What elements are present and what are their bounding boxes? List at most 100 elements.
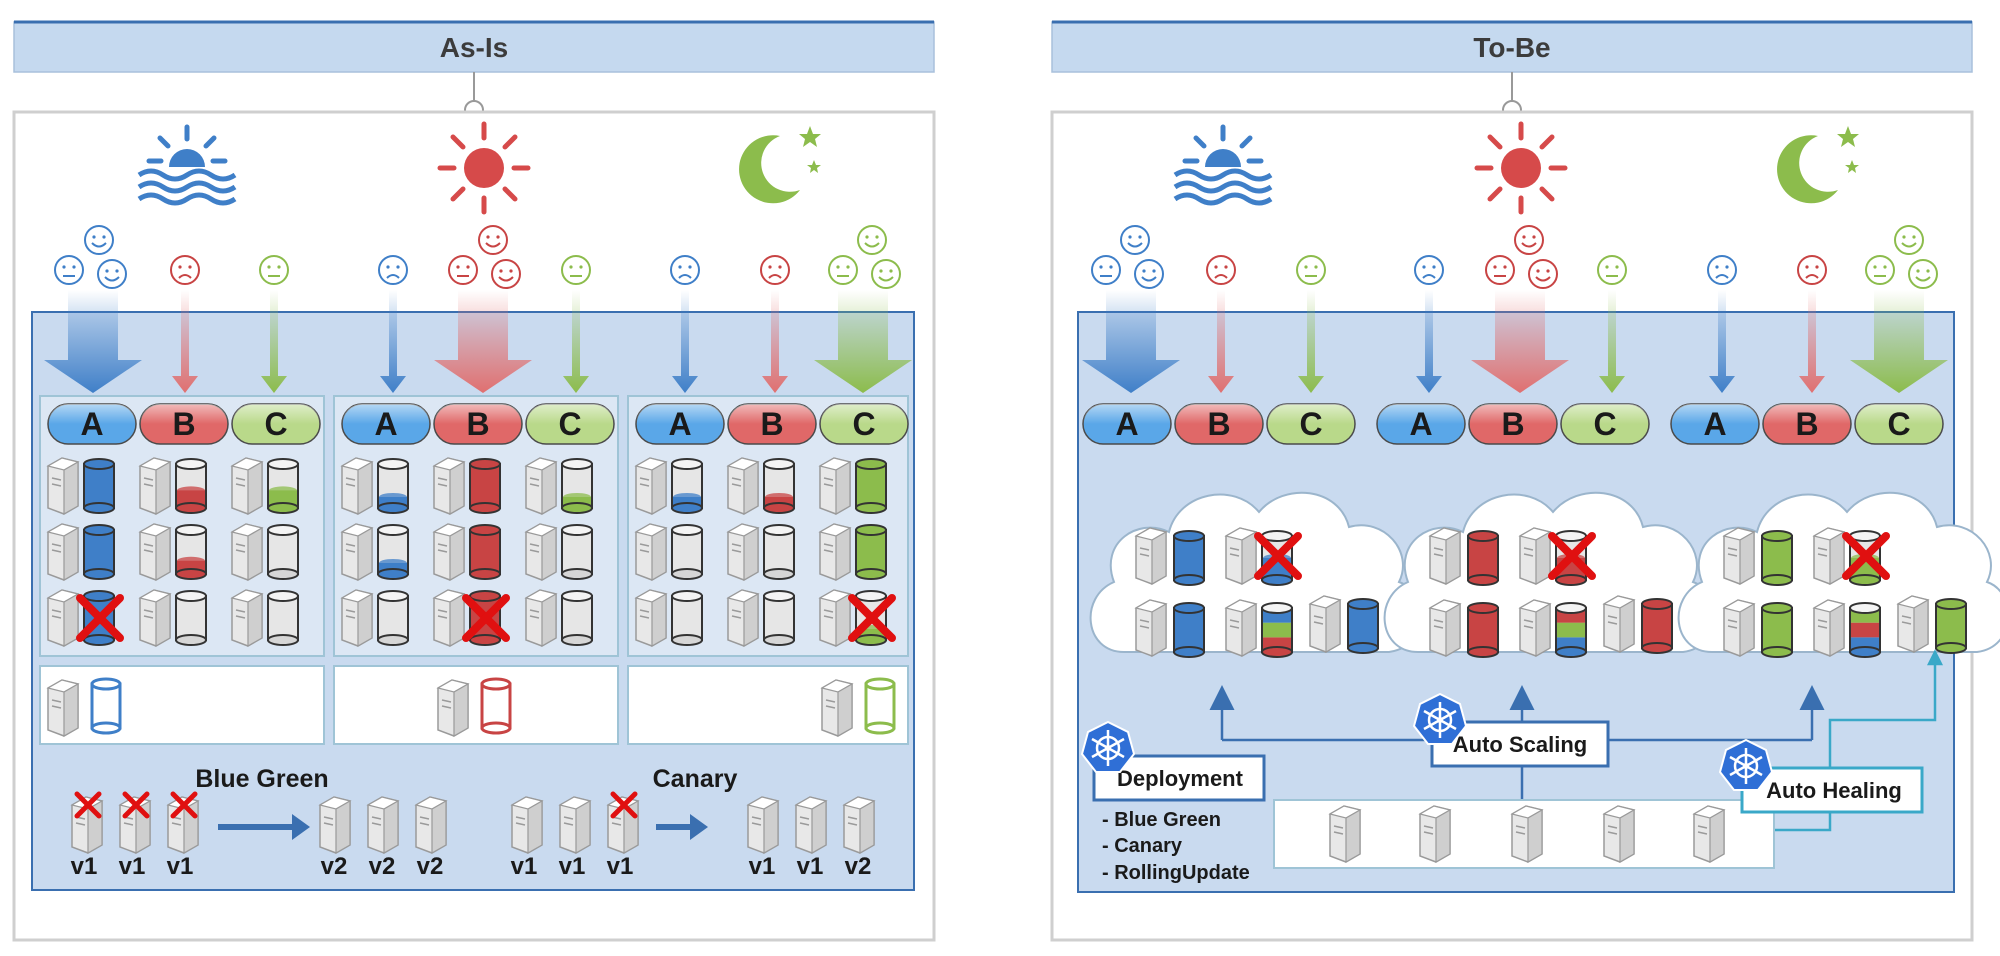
server-icon	[819, 589, 851, 647]
database-cylinder	[83, 458, 115, 514]
version-label: v1	[749, 853, 776, 880]
server-icon	[525, 457, 557, 515]
server-icon	[47, 523, 79, 581]
blue-green-label: Blue Green	[195, 765, 328, 793]
server-icon	[525, 589, 557, 647]
sun-icon	[440, 124, 528, 212]
database-cylinder	[561, 524, 593, 580]
as-is-header	[13, 21, 935, 73]
service-pill-label: A	[668, 406, 691, 442]
server-icon	[727, 457, 759, 515]
database-cylinder	[763, 524, 795, 580]
database-cylinder	[1173, 530, 1205, 586]
database-cylinder	[1641, 598, 1673, 654]
database-cylinder	[175, 524, 207, 580]
deployment-label: Deployment	[1117, 766, 1244, 791]
database-cylinder	[1261, 602, 1293, 658]
server-icon	[819, 523, 851, 581]
service-pill-label: C	[1887, 406, 1910, 442]
service-pill-c: C	[1560, 403, 1650, 445]
service-pill-a: A	[341, 403, 431, 445]
server-icon	[819, 457, 851, 515]
deployment-item: - RollingUpdate	[1102, 862, 1250, 884]
database-cylinder	[671, 590, 703, 646]
service-pill-c: C	[525, 403, 615, 445]
server-icon	[433, 457, 465, 515]
server-icon	[1897, 595, 1929, 653]
server-icon	[1723, 527, 1755, 585]
version-label: v1	[607, 853, 634, 880]
server-icon	[1429, 527, 1461, 585]
server-icon	[525, 523, 557, 581]
deployment-item: - Canary	[1102, 835, 1183, 857]
database-cylinder	[671, 458, 703, 514]
service-pill-label: C	[558, 406, 581, 442]
database-cylinder	[1467, 530, 1499, 586]
auto-healing-label: Auto Healing	[1766, 778, 1902, 803]
server-icon	[341, 457, 373, 515]
version-label: v1	[119, 853, 146, 880]
server-icon	[1225, 599, 1257, 657]
service-pill-a: A	[47, 403, 137, 445]
database-cylinder	[83, 524, 115, 580]
sun-icon	[1477, 124, 1565, 212]
canary-strategy: Canary v1 v1 v1 v1 v1 v2	[511, 765, 875, 880]
database-cylinder	[1761, 530, 1793, 586]
cloud-server-content	[1135, 527, 1967, 658]
service-pill-label: A	[1115, 406, 1138, 442]
server-icon	[1813, 527, 1845, 585]
database-cylinder	[377, 458, 409, 514]
service-pill-label: A	[374, 406, 397, 442]
version-label: v1	[511, 853, 538, 880]
server-icon	[231, 457, 263, 515]
database-cylinder	[1849, 602, 1881, 658]
server-icon	[1225, 527, 1257, 585]
blue-green-strategy: Blue Green v1 v1 v1 v2 v2 v2	[71, 765, 447, 880]
server-icon	[139, 589, 171, 647]
service-pill-label: B	[760, 406, 783, 442]
server-icon	[727, 589, 759, 647]
server-icon	[47, 457, 79, 515]
database-cylinder	[763, 590, 795, 646]
database-cylinder	[561, 458, 593, 514]
database-cylinder	[1935, 598, 1967, 654]
service-pill-label: C	[1299, 406, 1322, 442]
auto-scaling-box: Auto Scaling	[1412, 692, 1610, 768]
server-icon	[1603, 595, 1635, 653]
server-icon	[139, 523, 171, 581]
service-pill-label: C	[264, 406, 287, 442]
traffic-arrows	[1082, 290, 1948, 393]
database-cylinder	[469, 524, 501, 580]
service-pill-label: C	[1593, 406, 1616, 442]
service-pill-label: C	[852, 406, 875, 442]
database-cylinder	[377, 524, 409, 580]
service-pill-b: B	[433, 403, 523, 445]
service-pill-a: A	[635, 403, 725, 445]
version-label: v1	[559, 853, 586, 880]
database-cylinder	[855, 458, 887, 514]
service-pill-label: B	[172, 406, 195, 442]
database-cylinder	[1173, 602, 1205, 658]
version-label: v2	[845, 853, 872, 880]
service-pill-a: A	[1670, 403, 1760, 445]
version-label: v1	[167, 853, 194, 880]
server-icon	[231, 523, 263, 581]
server-icon	[1519, 527, 1551, 585]
server-icon	[635, 457, 667, 515]
as-is-title: As-Is	[440, 32, 508, 63]
deployment-box: Deployment - Blue Green - Canary - Rolli…	[1080, 720, 1266, 884]
service-pill-c: C	[1266, 403, 1356, 445]
arrow-right-icon	[690, 814, 708, 840]
server-icon	[433, 589, 465, 647]
as-is-spare-servers	[47, 677, 896, 737]
service-pill-c: C	[231, 403, 321, 445]
database-cylinder	[855, 524, 887, 580]
server-icon	[635, 523, 667, 581]
server-icon	[1429, 599, 1461, 657]
arrow-right-icon	[292, 814, 310, 840]
server-icon	[433, 523, 465, 581]
database-cylinder	[267, 590, 299, 646]
